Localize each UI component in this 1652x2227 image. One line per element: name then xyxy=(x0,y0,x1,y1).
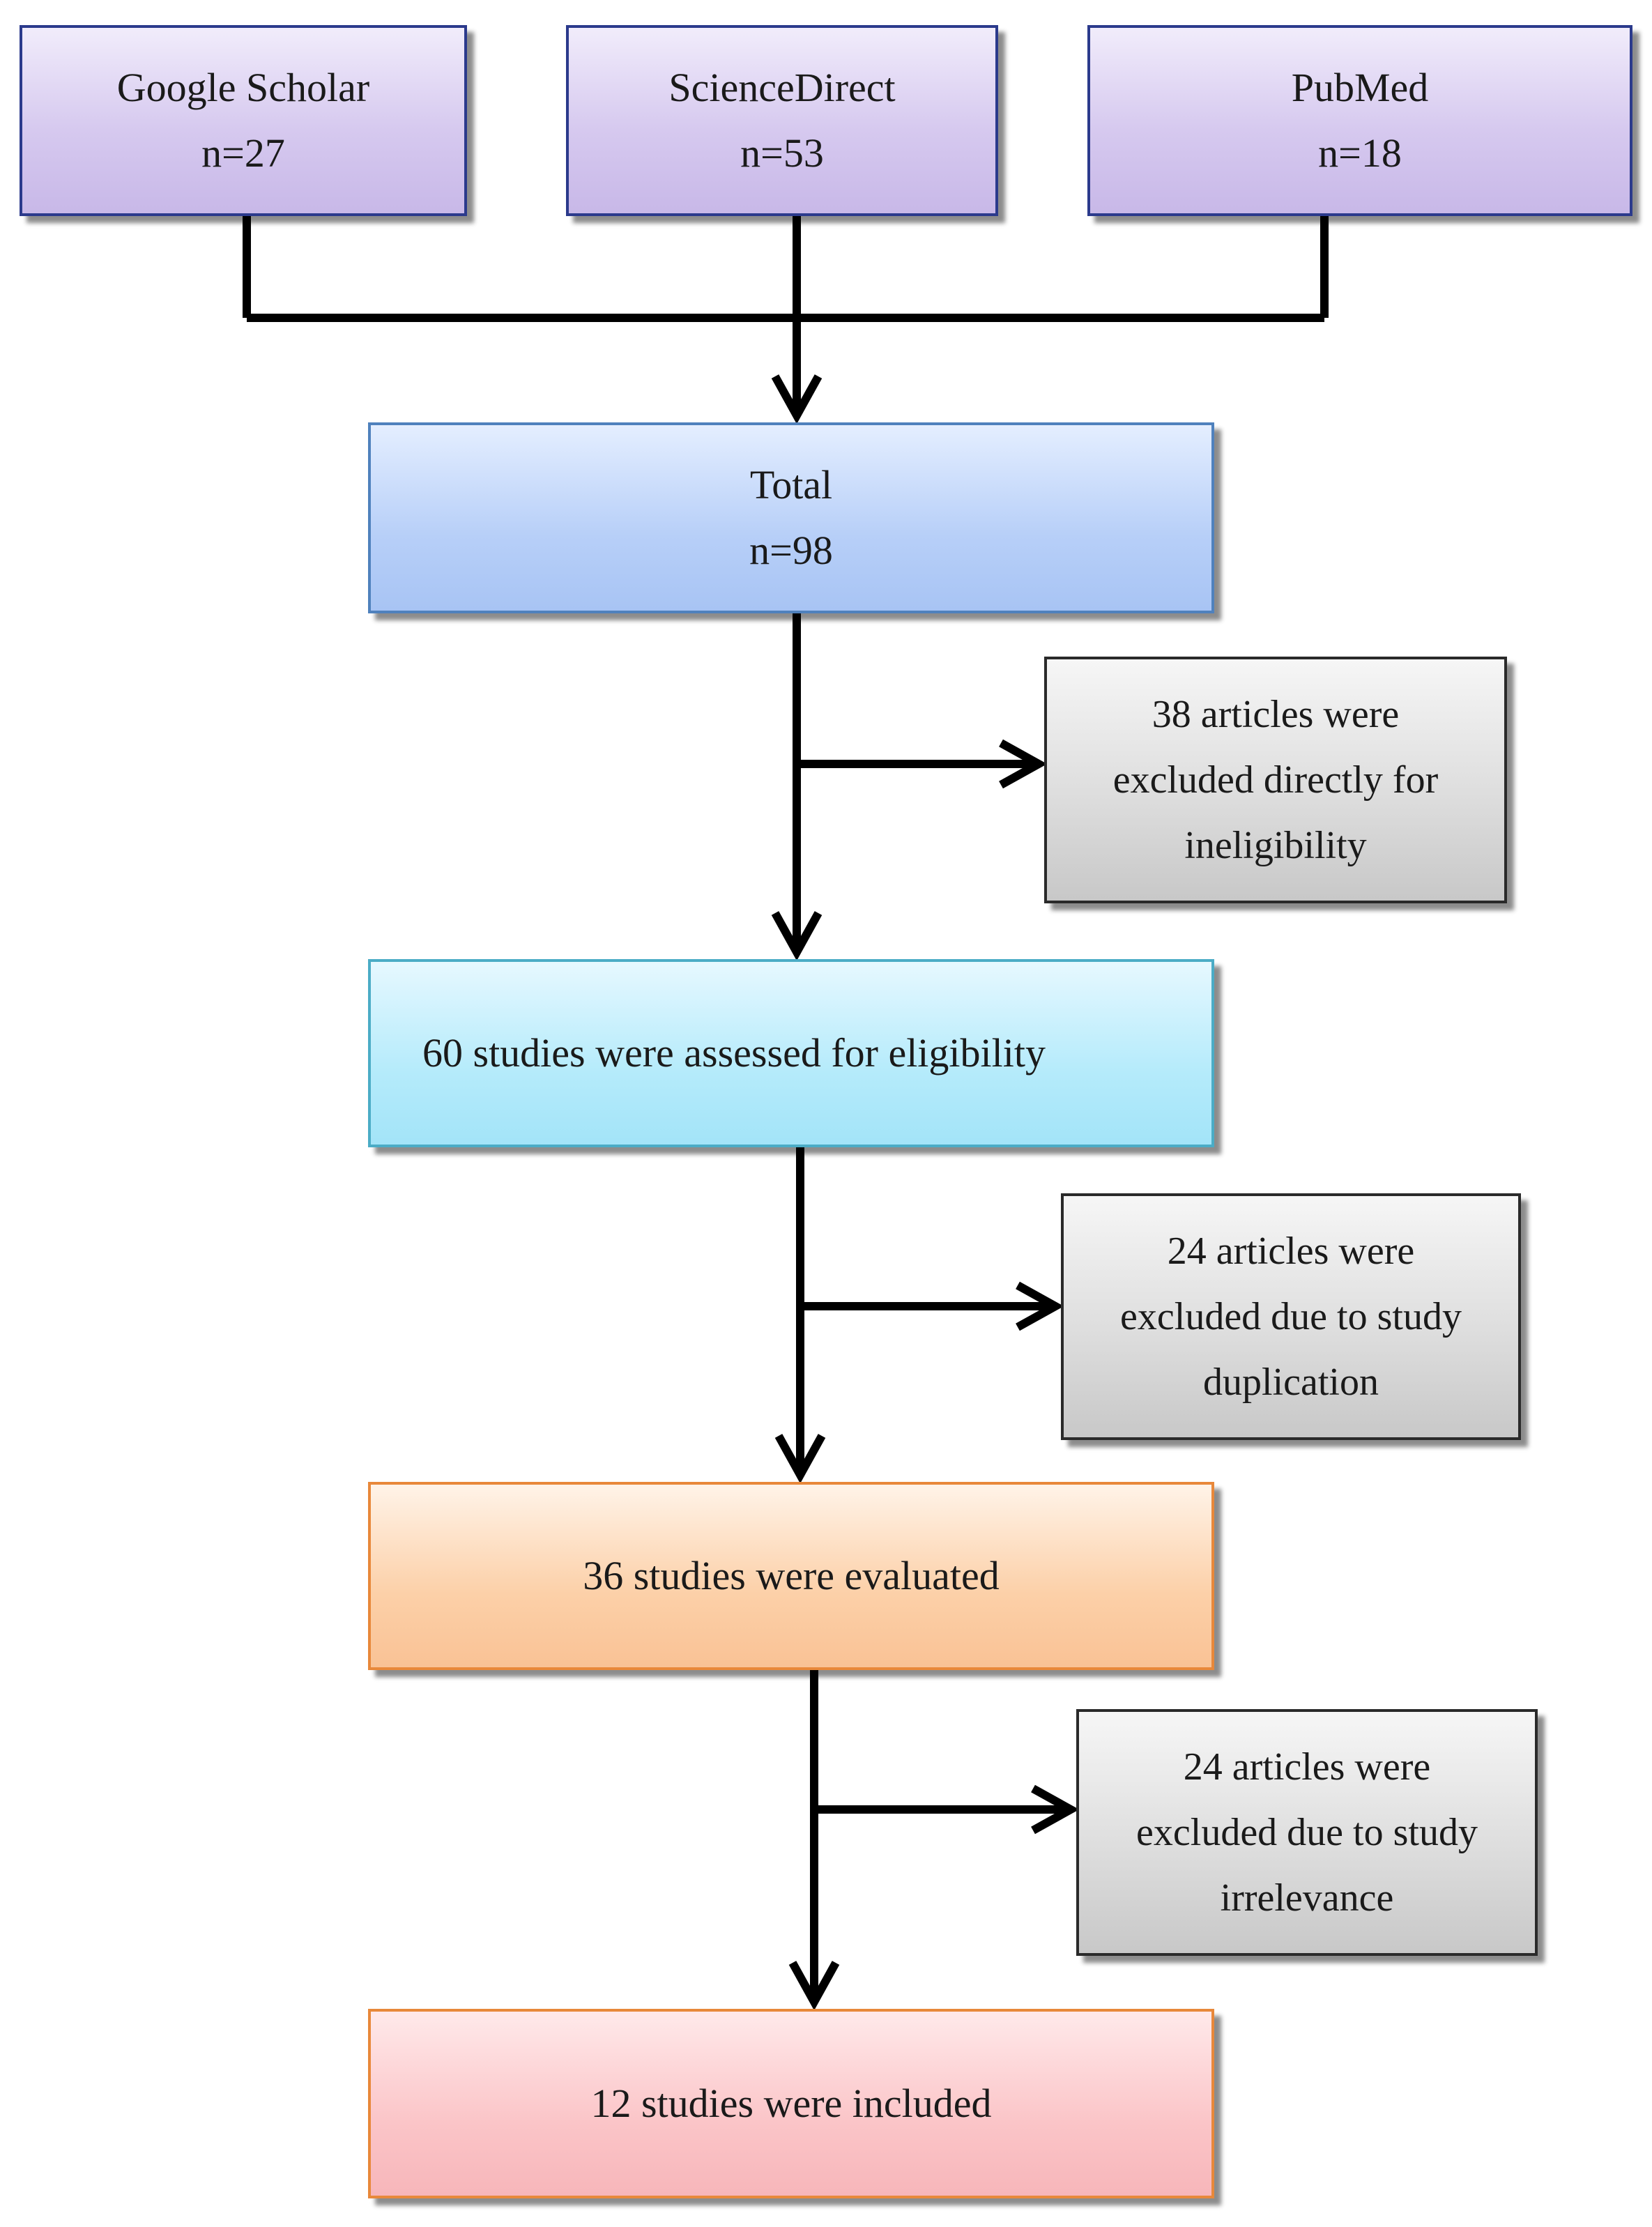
exclusion-line: excluded due to study xyxy=(1120,1295,1462,1338)
arrowhead-to-assessed xyxy=(771,911,823,961)
arrowhead-to-exclusion-2 xyxy=(1016,1281,1064,1331)
exclusion-line: 24 articles were xyxy=(1183,1745,1431,1789)
exclusion-line: 38 articles were xyxy=(1152,693,1400,736)
exclusion-box-ineligibility: 38 articles were excluded directly for i… xyxy=(1044,657,1507,903)
source-name: ScienceDirect xyxy=(668,65,896,110)
source-count: n=27 xyxy=(201,130,285,176)
source-google-scholar-box: Google Scholar n=27 xyxy=(20,25,467,216)
source-sciencedirect-box: ScienceDirect n=53 xyxy=(566,25,998,216)
exclusion-line: duplication xyxy=(1203,1361,1379,1404)
assessed-label: 60 studies were assessed for eligibility xyxy=(422,1030,1046,1076)
evaluated-label: 36 studies were evaluated xyxy=(583,1553,1000,1598)
source-name: PubMed xyxy=(1291,65,1429,110)
total-count: n=98 xyxy=(749,528,833,573)
arrowhead-to-exclusion-3 xyxy=(1031,1784,1080,1835)
total-box: Total n=98 xyxy=(368,422,1214,613)
exclusion-line: excluded due to study xyxy=(1136,1811,1478,1854)
arrowhead-to-evaluated xyxy=(774,1434,826,1484)
included-box: 12 studies were included xyxy=(368,2009,1214,2198)
exclusion-box-duplication: 24 articles were excluded due to study d… xyxy=(1061,1193,1521,1440)
total-label: Total xyxy=(749,462,833,507)
arrowhead-to-included xyxy=(788,1961,840,2011)
arrowhead-to-exclusion-1 xyxy=(999,739,1048,789)
exclusion-line: 24 articles were xyxy=(1167,1230,1415,1273)
assessed-box: 60 studies were assessed for eligibility xyxy=(368,959,1214,1147)
source-count: n=18 xyxy=(1318,130,1402,176)
source-count: n=53 xyxy=(740,130,824,176)
exclusion-line: excluded directly for xyxy=(1112,758,1439,802)
included-label: 12 studies were included xyxy=(590,2081,992,2126)
source-pubmed-box: PubMed n=18 xyxy=(1087,25,1632,216)
evaluated-box: 36 studies were evaluated xyxy=(368,1482,1214,1670)
source-name: Google Scholar xyxy=(116,65,370,110)
exclusion-box-irrelevance: 24 articles were excluded due to study i… xyxy=(1076,1709,1538,1956)
exclusion-line: irrelevance xyxy=(1220,1876,1394,1920)
arrowhead-to-total xyxy=(771,374,823,424)
exclusion-line: ineligibility xyxy=(1184,824,1367,867)
